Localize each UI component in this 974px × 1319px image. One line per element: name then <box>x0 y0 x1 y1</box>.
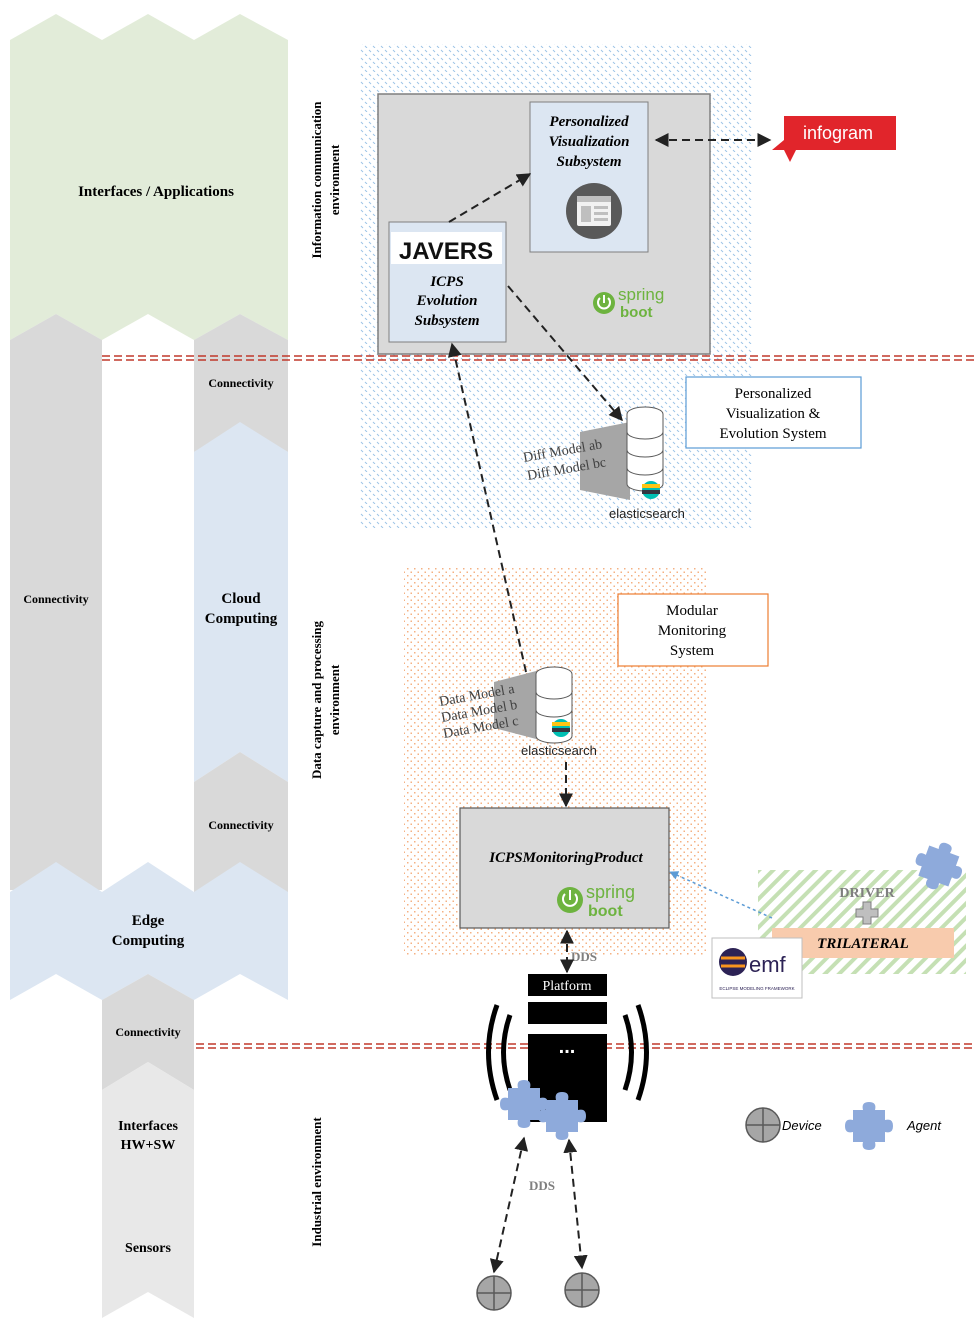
mm-system-box <box>617 593 769 667</box>
spring-boot-logo-top: spring boot <box>593 285 664 321</box>
infogram-logo[interactable]: infogram <box>772 116 896 162</box>
dds-top-label: DDS <box>571 949 597 964</box>
emf-subtitle: ECLIPSE MODELING FRAMEWORK <box>719 986 794 991</box>
icps-evolution-label-2: Evolution <box>416 293 478 309</box>
cloud-computing-band <box>194 422 288 782</box>
pve-system-label-1: Personalized <box>735 386 812 402</box>
cloud-computing-label-1: Cloud <box>221 591 261 607</box>
elasticsearch-label-bottom: elasticsearch <box>521 743 597 758</box>
legend: Device Agent <box>745 1102 942 1150</box>
pv-subsystem-label-1: Personalized <box>549 114 629 130</box>
browser-window-icon <box>566 183 622 239</box>
device-icon-1 <box>476 1275 512 1311</box>
infogram-text: infogram <box>803 123 873 143</box>
industrial-env-label: Industrial environment <box>309 1117 324 1247</box>
connectivity-bottom-band <box>102 974 194 1090</box>
cloud-computing-label-2: Computing <box>205 611 278 627</box>
interfaces-hw-label-1: Interfaces <box>118 1119 178 1134</box>
spring-text-top: spring <box>618 285 664 304</box>
edge-computing-label-2: Computing <box>112 933 185 949</box>
connectivity-top-band <box>194 314 288 452</box>
info-comm-env-label-1: Information communication <box>309 101 324 259</box>
sensors-label: Sensors <box>125 1241 171 1256</box>
data-capture-env-label-1: Data capture and processing <box>309 620 324 779</box>
edge-computing-band <box>10 862 288 1000</box>
spring-boot-logo-bottom: spring boot <box>557 882 635 920</box>
arrow-agent-device-1 <box>489 1136 529 1274</box>
driver-label: DRIVER <box>839 886 895 901</box>
platform-header <box>528 974 607 996</box>
connectivity-top-label: Connectivity <box>208 376 273 390</box>
spring-text-bottom: spring <box>586 882 635 902</box>
device-icon-2 <box>564 1272 600 1308</box>
javers-logo: JAVERS <box>399 238 493 265</box>
arrow-driver-to-product <box>669 871 773 919</box>
legend-device-label: Device <box>782 1118 822 1133</box>
icps-evolution-label-1: ICPS <box>429 274 463 290</box>
data-capture-env-label-2: environment <box>327 664 342 735</box>
platform-dots: ... <box>559 1036 576 1058</box>
mm-system-label-3: System <box>670 643 715 659</box>
interfaces-applications-band <box>10 14 288 340</box>
interfaces-hw-sensors-band <box>102 1062 194 1318</box>
left-stack: Interfaces / Applications Connectivity C… <box>10 14 288 1318</box>
arrow-data-db-to-evolution <box>447 342 527 673</box>
platform-label: Platform <box>543 979 592 994</box>
connectivity-mid-label: Connectivity <box>208 818 273 832</box>
legend-device-icon <box>745 1107 781 1143</box>
trilateral-label: TRILATERAL <box>817 936 909 952</box>
platform-server[interactable] <box>528 1002 607 1024</box>
pve-system-label-2: Visualization & <box>726 406 821 422</box>
plus-icon <box>855 901 879 925</box>
connectivity-bottom-label: Connectivity <box>115 1025 180 1039</box>
interfaces-applications-label: Interfaces / Applications <box>78 184 234 200</box>
emf-icon <box>719 948 747 976</box>
boot-text-top: boot <box>620 304 652 321</box>
pve-system-box <box>685 376 862 449</box>
connectivity-mid-band <box>194 752 288 892</box>
boot-text-bottom: boot <box>588 903 623 920</box>
pv-subsystem-label-2: Visualization <box>549 134 630 150</box>
pve-system-label-3: Evolution System <box>719 426 826 442</box>
icps-evolution-label-3: Subsystem <box>414 313 479 329</box>
icps-monitoring-product-label: ICPSMonitoringProduct <box>488 850 643 866</box>
info-comm-env-label-2: environment <box>327 144 342 215</box>
dds-bottom-label: DDS <box>529 1178 555 1193</box>
pv-subsystem-label-3: Subsystem <box>556 154 621 170</box>
connectivity-left-label: Connectivity <box>23 592 88 606</box>
arrow-agent-device-2 <box>563 1138 588 1270</box>
interfaces-hw-label-2: HW+SW <box>121 1138 176 1153</box>
mm-system-label-2: Monitoring <box>658 623 727 639</box>
legend-agent-icon <box>845 1102 893 1150</box>
connectivity-left-band <box>10 314 102 890</box>
emf-logo[interactable]: emf ECLIPSE MODELING FRAMEWORK <box>711 937 803 999</box>
arrow-evolution-to-visualization <box>448 173 532 223</box>
legend-agent-label: Agent <box>906 1118 942 1133</box>
mm-system-label-1: Modular <box>666 603 718 619</box>
elasticsearch-label-top: elasticsearch <box>609 506 685 521</box>
wireless-signal-icon <box>486 1004 649 1101</box>
edge-computing-label-1: Edge <box>132 913 165 929</box>
arrows <box>447 133 772 1274</box>
javers-logo-bg <box>391 232 502 264</box>
arrow-evolution-to-diff-db <box>507 285 623 422</box>
environment-labels: Information communication environment Da… <box>309 101 342 1247</box>
emf-text: emf <box>749 952 787 977</box>
